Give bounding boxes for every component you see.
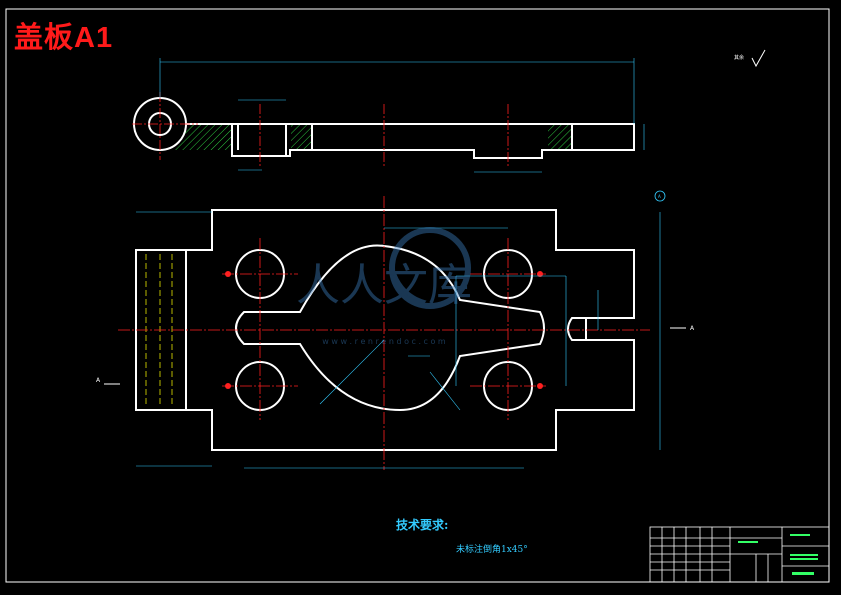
roughness-label: 其余	[734, 55, 745, 61]
roughness-symbol	[751, 49, 766, 68]
datum-label: A	[658, 194, 661, 199]
main-dimensions	[136, 211, 661, 469]
datum-marker	[654, 190, 666, 202]
top-view-outline	[179, 112, 635, 159]
title-block-marks	[738, 534, 818, 575]
watermark-url: w w w . r e n r e n d o c . c o m	[322, 337, 446, 346]
section-label-right: A	[690, 325, 695, 332]
plate-outline	[135, 209, 635, 451]
central-cavity	[235, 244, 545, 412]
main-view	[104, 190, 686, 470]
top-view	[132, 58, 645, 173]
title-block	[649, 526, 830, 583]
section-label-left: A	[96, 377, 101, 384]
watermark-text: 人人文库	[296, 260, 472, 311]
section-arrows	[104, 327, 686, 385]
main-center-lines	[118, 196, 650, 470]
hatch-section-right	[548, 124, 572, 150]
drawing-title: 盖板A1	[14, 22, 114, 54]
top-dimensions	[159, 58, 645, 173]
tech-requirements-heading: 技术要求:	[396, 518, 449, 532]
watermark: 人人文库 w w w . r e n r e n d o c . c o m	[296, 227, 472, 346]
tech-requirements-note: 未标注倒角1x45°	[456, 545, 528, 555]
drawing-frame	[5, 8, 830, 583]
hatch-section-mid	[291, 124, 311, 150]
top-center-lines	[132, 92, 509, 168]
